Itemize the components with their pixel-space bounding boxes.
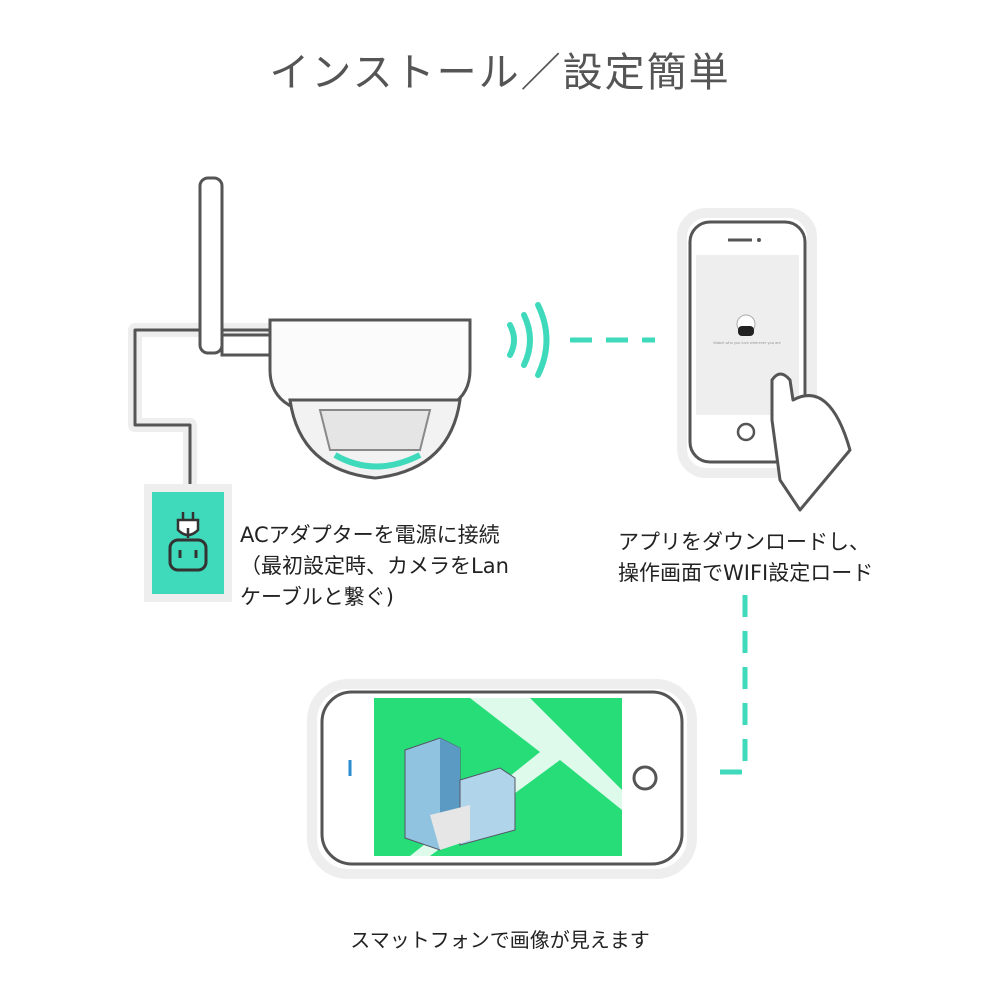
smartphone-portrait-icon: Watch who you love wherever you are [677,208,852,512]
dome-camera-icon [268,318,472,480]
phone-screen-text: Watch who you love wherever you are [713,340,781,345]
dashed-connector [570,337,748,775]
smartphone-landscape-icon [307,679,697,879]
step1-line: ケーブルと繋ぐ) [240,585,394,609]
power-outlet-icon [144,484,232,602]
step1-line: ACアダプターを電源に接続 [240,523,500,547]
camera-cable [128,323,275,520]
step2-caption: アプリをダウンロードし、 操作画面でWIFI設定ロード [618,527,873,589]
page-title: インストール／設定簡単 [269,50,731,96]
wifi-signal-icon [507,302,550,378]
step2-line: 操作画面でWIFI設定ロード [618,561,874,585]
step1-line: （最初設定時、カメラをLan [240,554,509,578]
step3-caption: スマットフォンで画像が見えます [350,928,650,952]
step2-line: アプリをダウンロードし、 [618,530,870,554]
step1-caption: ACアダプターを電源に接続 （最初設定時、カメラをLan ケーブルと繋ぐ) [240,520,509,613]
building-icon [404,737,516,851]
